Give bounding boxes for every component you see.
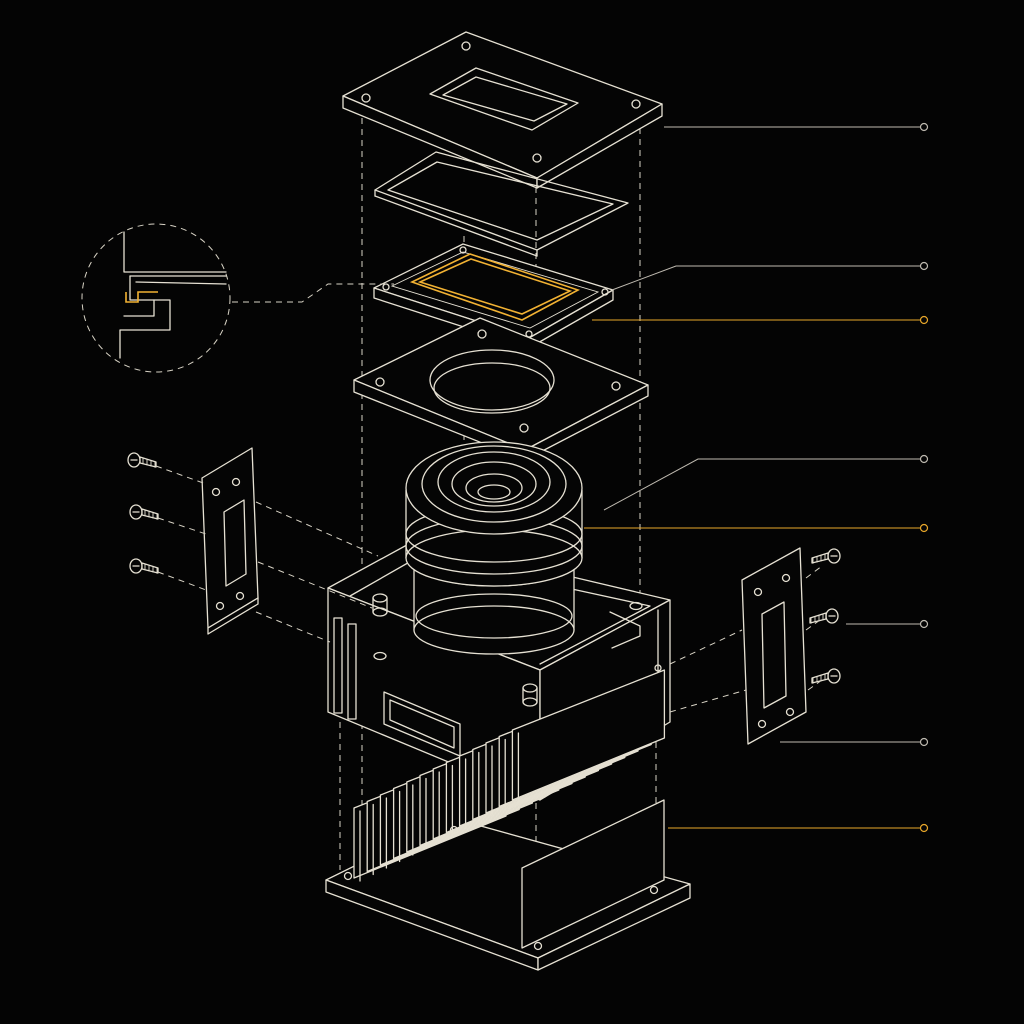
top-cover <box>342 31 663 189</box>
side-bracket <box>741 547 807 745</box>
left-screws <box>127 452 159 574</box>
callout-top-gasket <box>611 261 929 291</box>
screw-icon <box>129 558 159 574</box>
top-gasket <box>374 151 629 257</box>
left-bracket <box>201 447 259 635</box>
callout-dot <box>919 619 929 629</box>
screw-icon <box>127 452 157 468</box>
callout-lens-barrel-seal <box>584 523 929 533</box>
lens-barrel <box>405 441 583 655</box>
lens-mount-plate <box>353 317 649 461</box>
screw-icon <box>811 668 841 684</box>
heatsink <box>325 669 691 971</box>
sensor-window <box>409 253 581 321</box>
callout-dot <box>919 823 929 833</box>
heatsink-fins <box>353 669 666 882</box>
detail-magnifier-icon <box>81 223 394 373</box>
callout-sensor-window <box>592 315 929 325</box>
callout-lens-ring <box>603 454 929 511</box>
screw-icon <box>809 608 839 624</box>
side-screws <box>809 548 841 684</box>
callout-dot <box>919 122 929 132</box>
callout-dot <box>919 315 929 325</box>
callout-side-bracket <box>780 737 929 747</box>
callout-dot <box>919 454 929 464</box>
screw-guides <box>155 465 823 713</box>
callout-side-screws <box>846 619 929 629</box>
callout-dot <box>919 261 929 271</box>
callout-heatsink <box>668 823 929 833</box>
screw-icon <box>811 548 841 564</box>
screw-icon <box>129 504 159 520</box>
heatsink-fin <box>511 669 666 804</box>
callout-top-cover <box>664 122 929 132</box>
callout-leaders <box>584 122 929 833</box>
callout-dot <box>919 523 929 533</box>
callout-dot <box>919 737 929 747</box>
